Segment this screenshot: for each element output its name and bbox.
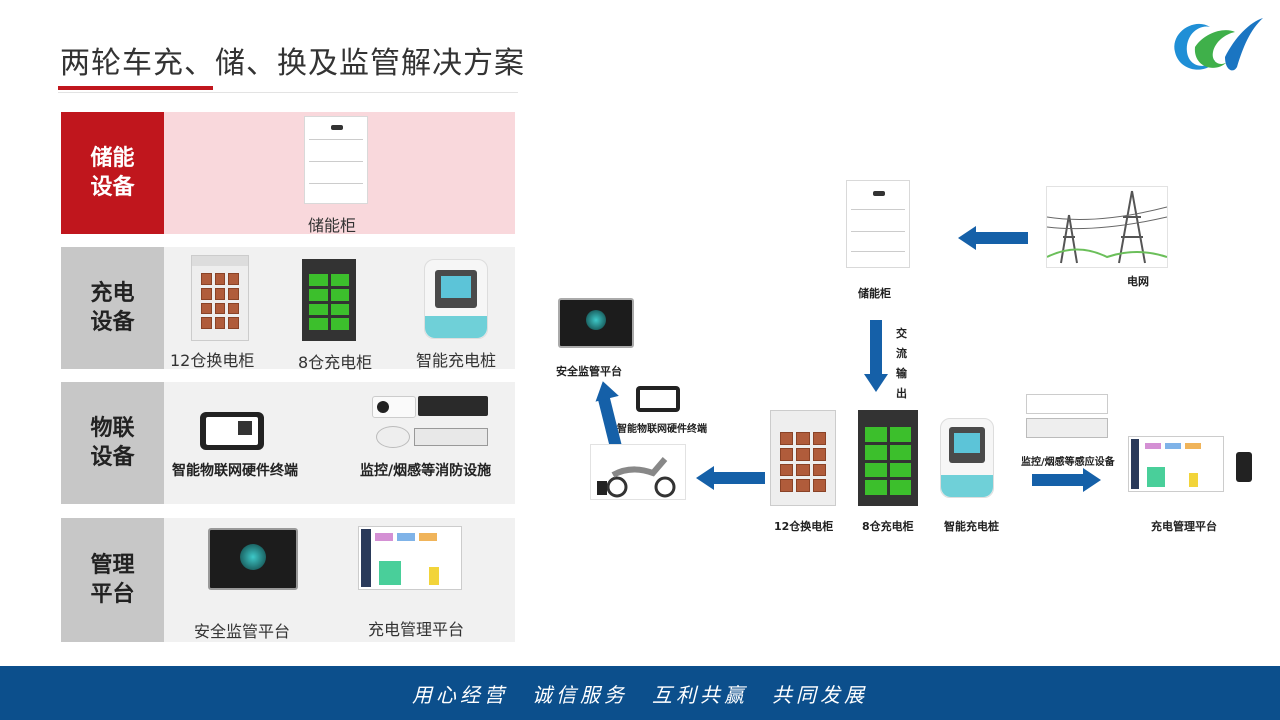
diagram-charge-platform-image [1128,436,1224,492]
platform-panel: 安全监管平台 充电管理平台 [164,518,515,642]
company-logo [1165,12,1265,80]
diagram-charge-cabinet-image [858,410,918,506]
label-charge-cabinet: 8仓充电柜 [298,353,373,372]
footer-bar: 用心经营 诚信服务 互利共赢 共同发展 [0,666,1280,720]
diagram-label-sensor-devices: 监控/烟感等感应设备 [1021,457,1115,468]
title-divider [58,92,518,93]
title-underline [58,86,213,90]
diagram-sensor-image [1026,418,1108,438]
arrowhead-to-safety-platform [591,378,619,402]
safety-platform-image [208,528,298,590]
arrowhead-to-charge-platform [1083,468,1101,492]
diagram-label-swap-cabinet: 12仓换电柜 [774,520,834,533]
diagram-phone-image [1236,452,1252,482]
iot-panel: 智能物联网硬件终端 监控/烟感等消防设施 [164,382,515,504]
storage-cabinet-image [304,116,368,204]
diagram-label-smart-pile: 智能充电桩 [944,520,999,533]
swap-cabinet-image [191,255,249,341]
diagram-label-charge-platform: 充电管理平台 [1151,520,1217,533]
scooter-image [590,444,686,500]
arrow-to-scooter [713,472,765,484]
label-iot-terminal: 智能物联网硬件终端 [172,463,298,479]
label-swap-cabinet: 12仓换电柜 [170,351,255,370]
label-charge-platform: 充电管理平台 [368,620,465,639]
diagram-label-grid: 电网 [1127,275,1149,288]
arrow-to-charge-platform [1032,474,1084,486]
diagram-swap-cabinet-image [770,410,836,506]
smoke-detector-image [376,426,410,448]
arrow-grid-to-storage [975,232,1028,244]
category-platform: 管理 平台 [61,518,164,642]
smart-pile-image [424,259,488,339]
category-charging: 充电 设备 [61,247,164,369]
diagram-label-iot-terminal: 智能物联网硬件终端 [617,424,707,435]
label-safety-platform: 安全监管平台 [194,622,291,641]
sensor-rack-image [414,428,488,446]
charging-panel: 12仓换电柜 8仓充电柜 智能充电桩 [164,247,515,372]
footer-slogan: 用心经营 诚信服务 互利共赢 共同发展 [412,682,868,707]
arrowhead-grid-to-storage [958,226,976,250]
category-iot: 物联 设备 [61,382,164,504]
diagram-iot-terminal-image [636,386,680,412]
camera-image [372,396,416,418]
diagram-camera-image [1026,394,1108,414]
diagram-smart-pile-image [940,418,994,498]
storage-panel: 储能柜 [164,112,515,235]
diagram-label-charge-cabinet: 8仓充电柜 [862,520,914,533]
page-title: 两轮车充、储、换及监管解决方案 [60,46,525,81]
grid-image [1046,186,1168,268]
category-storage: 储能 设备 [61,112,164,234]
diagram-label-storage-cabinet: 储能柜 [858,287,891,300]
diagram-storage-cabinet-image [846,180,910,268]
charge-cabinet-image [302,259,356,341]
diagram-label-safety-platform: 安全监管平台 [556,365,622,378]
charge-platform-image [358,526,462,590]
label-storage-cabinet: 储能柜 [308,216,357,235]
iot-terminal-image [200,412,264,450]
diagram-safety-platform-image [558,298,634,348]
label-fire-facility: 监控/烟感等消防设施 [360,463,492,479]
arrowhead-storage-down [864,374,888,392]
nvr-image [418,396,488,416]
label-smart-pile: 智能充电桩 [416,351,497,370]
arrowhead-to-scooter [696,466,714,490]
diagram-label-ac-output: 交流输出 [896,327,907,400]
arrow-storage-down [870,320,882,375]
